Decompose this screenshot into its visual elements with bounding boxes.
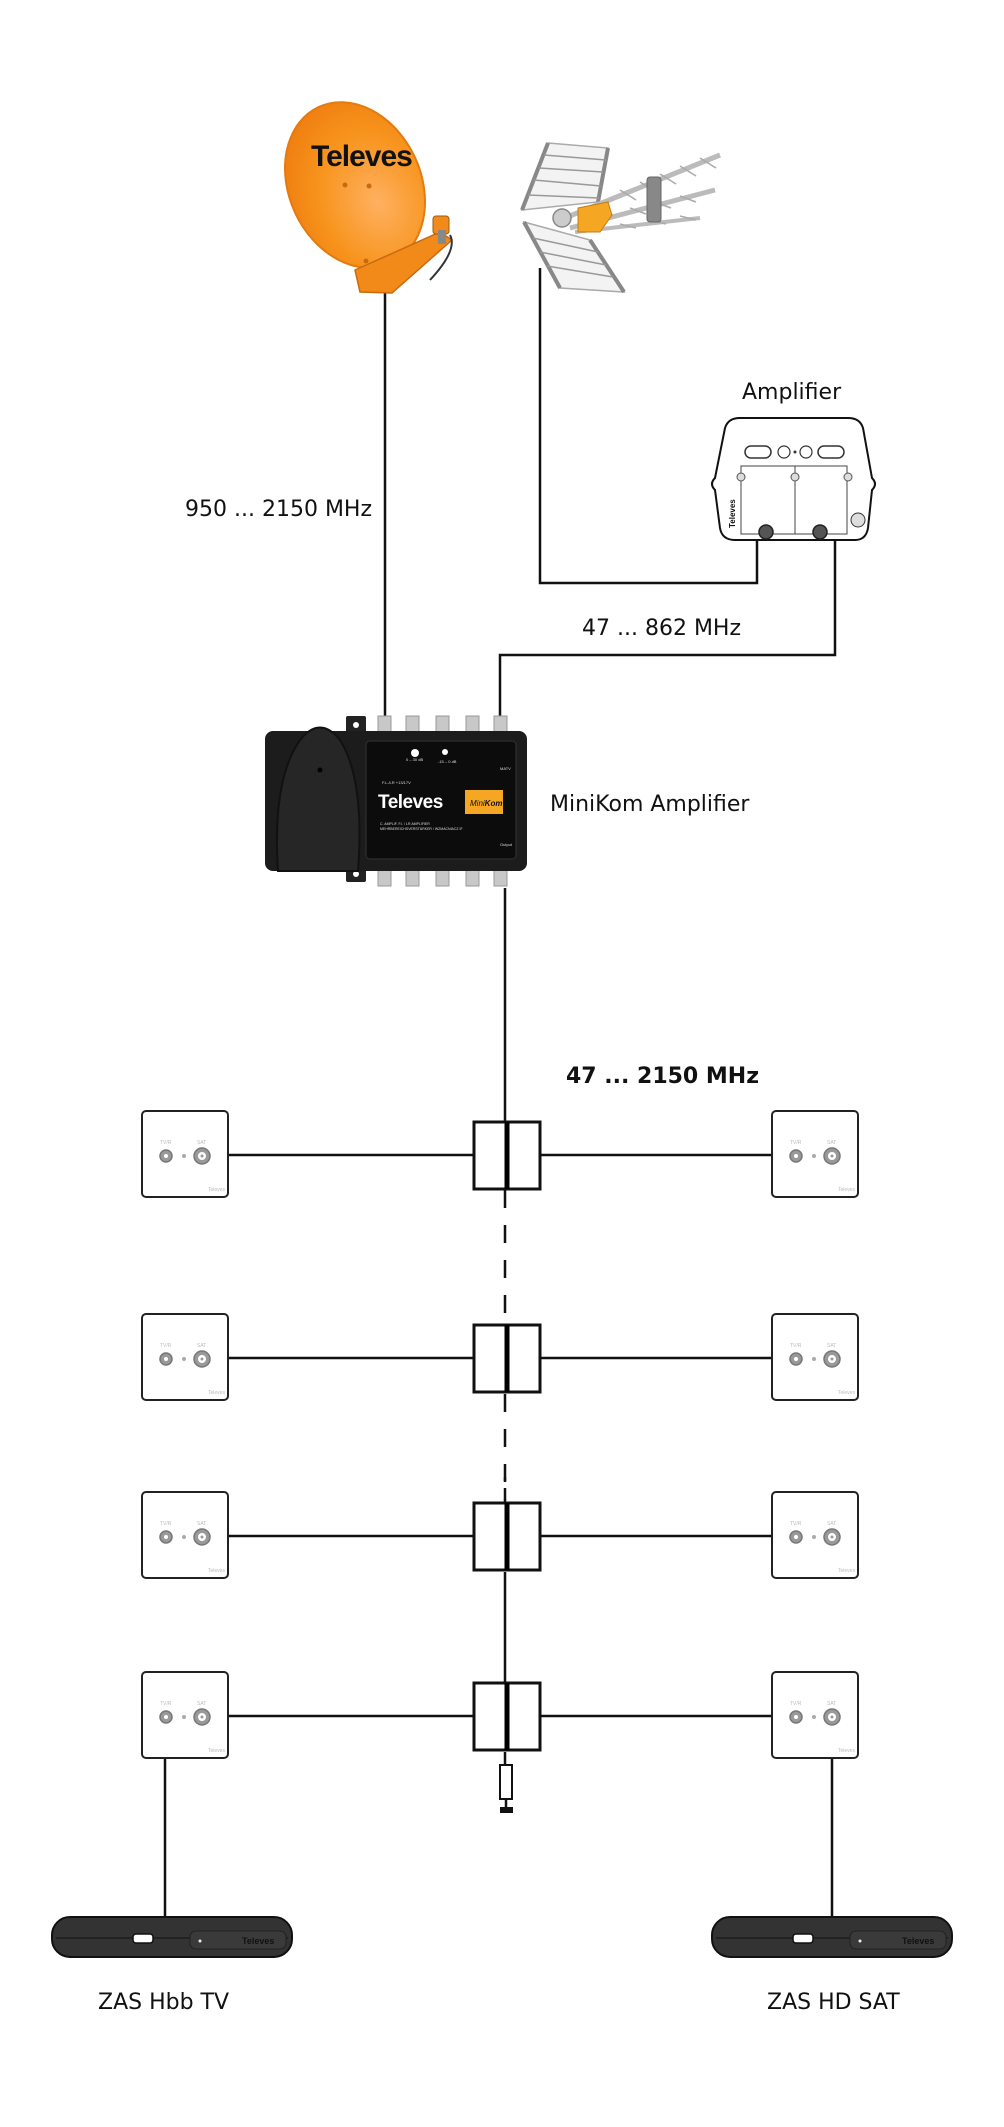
usb-port-icon — [132, 1933, 154, 1944]
amplifier-icon: Televes — [711, 417, 876, 541]
stb-brand-text: Televes — [902, 1936, 934, 1946]
amplifier-brand-text: Televes — [728, 499, 737, 528]
svg-text:Output: Output — [500, 842, 513, 847]
svg-text:Televes: Televes — [208, 1390, 225, 1396]
svg-text:TV/R: TV/R — [790, 1701, 802, 1707]
minikom-badge — [465, 790, 503, 814]
svg-text:SAT: SAT — [827, 1521, 836, 1527]
dish-brand-text: Televes — [311, 140, 412, 173]
receiver-label-left: ZAS Hbb TV — [98, 1990, 230, 2015]
svg-text:SAT: SAT — [197, 1701, 206, 1707]
svg-text:C. AMPLIF. F.I. / LR AMPLIFIER: C. AMPLIF. F.I. / LR AMPLIFIER — [380, 822, 430, 826]
terrestrial-band-label: 47 ... 862 MHz — [582, 616, 742, 641]
outlet-left: TV/R SAT Televes — [141, 1110, 229, 1198]
minikom-amplifier-icon: F.L./LR +13/17V 0 – 30 dB -15 – 0 dB MAT… — [265, 715, 527, 887]
svg-text:SAT: SAT — [827, 1701, 836, 1707]
antenna-cable — [538, 268, 759, 585]
svg-text:TV/R: TV/R — [790, 1521, 802, 1527]
svg-text:-15 – 0 dB: -15 – 0 dB — [438, 759, 457, 764]
sat-band-label: 950 ... 2150 MHz — [185, 497, 373, 522]
svg-text:MiniKom: MiniKom — [470, 799, 502, 808]
svg-text:Televes: Televes — [208, 1568, 225, 1574]
outlet-right: TV/R SAT Televes — [771, 1491, 859, 1579]
svg-text:F.L./LR +13/17V: F.L./LR +13/17V — [382, 780, 411, 785]
ground-icon — [500, 1807, 513, 1813]
amp-output-cable — [498, 535, 837, 722]
outlet-left: TV/R SAT Televes — [141, 1671, 229, 1759]
svg-text:Televes: Televes — [208, 1187, 225, 1193]
set-top-box-icon: Televes — [711, 1916, 953, 1958]
terminator-resistor — [499, 1764, 513, 1813]
svg-text:0 – 30 dB: 0 – 30 dB — [406, 757, 423, 762]
svg-text:MATV: MATV — [500, 766, 511, 771]
svg-text:Televes: Televes — [838, 1187, 855, 1193]
svg-text:TV/R: TV/R — [160, 1140, 172, 1146]
minikom-brand-text: Televes — [378, 792, 443, 813]
satellite-dish-icon: Televes — [284, 101, 454, 294]
cables — [383, 268, 837, 1768]
svg-text:Televes: Televes — [838, 1568, 855, 1574]
svg-text:SAT: SAT — [827, 1343, 836, 1349]
terrestrial-antenna-icon — [520, 142, 721, 294]
outlet-right: TV/R SAT Televes — [771, 1671, 859, 1759]
outlet-right: TV/R SAT Televes — [771, 1313, 859, 1401]
svg-text:TV/R: TV/R — [790, 1140, 802, 1146]
tap — [228, 1120, 772, 1191]
svg-text:TV/R: TV/R — [160, 1521, 172, 1527]
set-top-box-icon: Televes — [51, 1916, 293, 1958]
trunk-band-label: 47 ... 2150 MHz — [566, 1064, 760, 1089]
receiver-label-right: ZAS HD SAT — [767, 1990, 900, 2015]
outlet-right: TV/R SAT Televes — [771, 1110, 859, 1198]
svg-text:MEHRBEREICHSVERSTÄRKER / WZMAC: MEHRBEREICHSVERSTÄRKER / WZMACNIACZ IF — [380, 827, 463, 831]
svg-text:SAT: SAT — [197, 1140, 206, 1146]
svg-text:Televes: Televes — [208, 1748, 225, 1754]
tap — [228, 1501, 772, 1572]
outlet-left: TV/R SAT Televes — [141, 1313, 229, 1401]
minikom-label: MiniKom Amplifier — [550, 792, 750, 817]
svg-text:TV/R: TV/R — [790, 1343, 802, 1349]
svg-text:Televes: Televes — [838, 1390, 855, 1396]
svg-text:SAT: SAT — [827, 1140, 836, 1146]
svg-text:SAT: SAT — [197, 1521, 206, 1527]
outlet-left: TV/R SAT Televes — [141, 1491, 229, 1579]
amplifier-label: Amplifier — [742, 380, 842, 405]
tap — [228, 1323, 772, 1394]
receivers-group: Televes Televes — [51, 1916, 953, 1958]
stb-brand-text: Televes — [242, 1936, 274, 1946]
tap — [228, 1681, 772, 1752]
svg-text:TV/R: TV/R — [160, 1701, 172, 1707]
usb-port-icon — [792, 1933, 814, 1944]
svg-text:TV/R: TV/R — [160, 1343, 172, 1349]
taps-group — [228, 1120, 772, 1752]
svg-text:SAT: SAT — [197, 1343, 206, 1349]
svg-text:Televes: Televes — [838, 1748, 855, 1754]
